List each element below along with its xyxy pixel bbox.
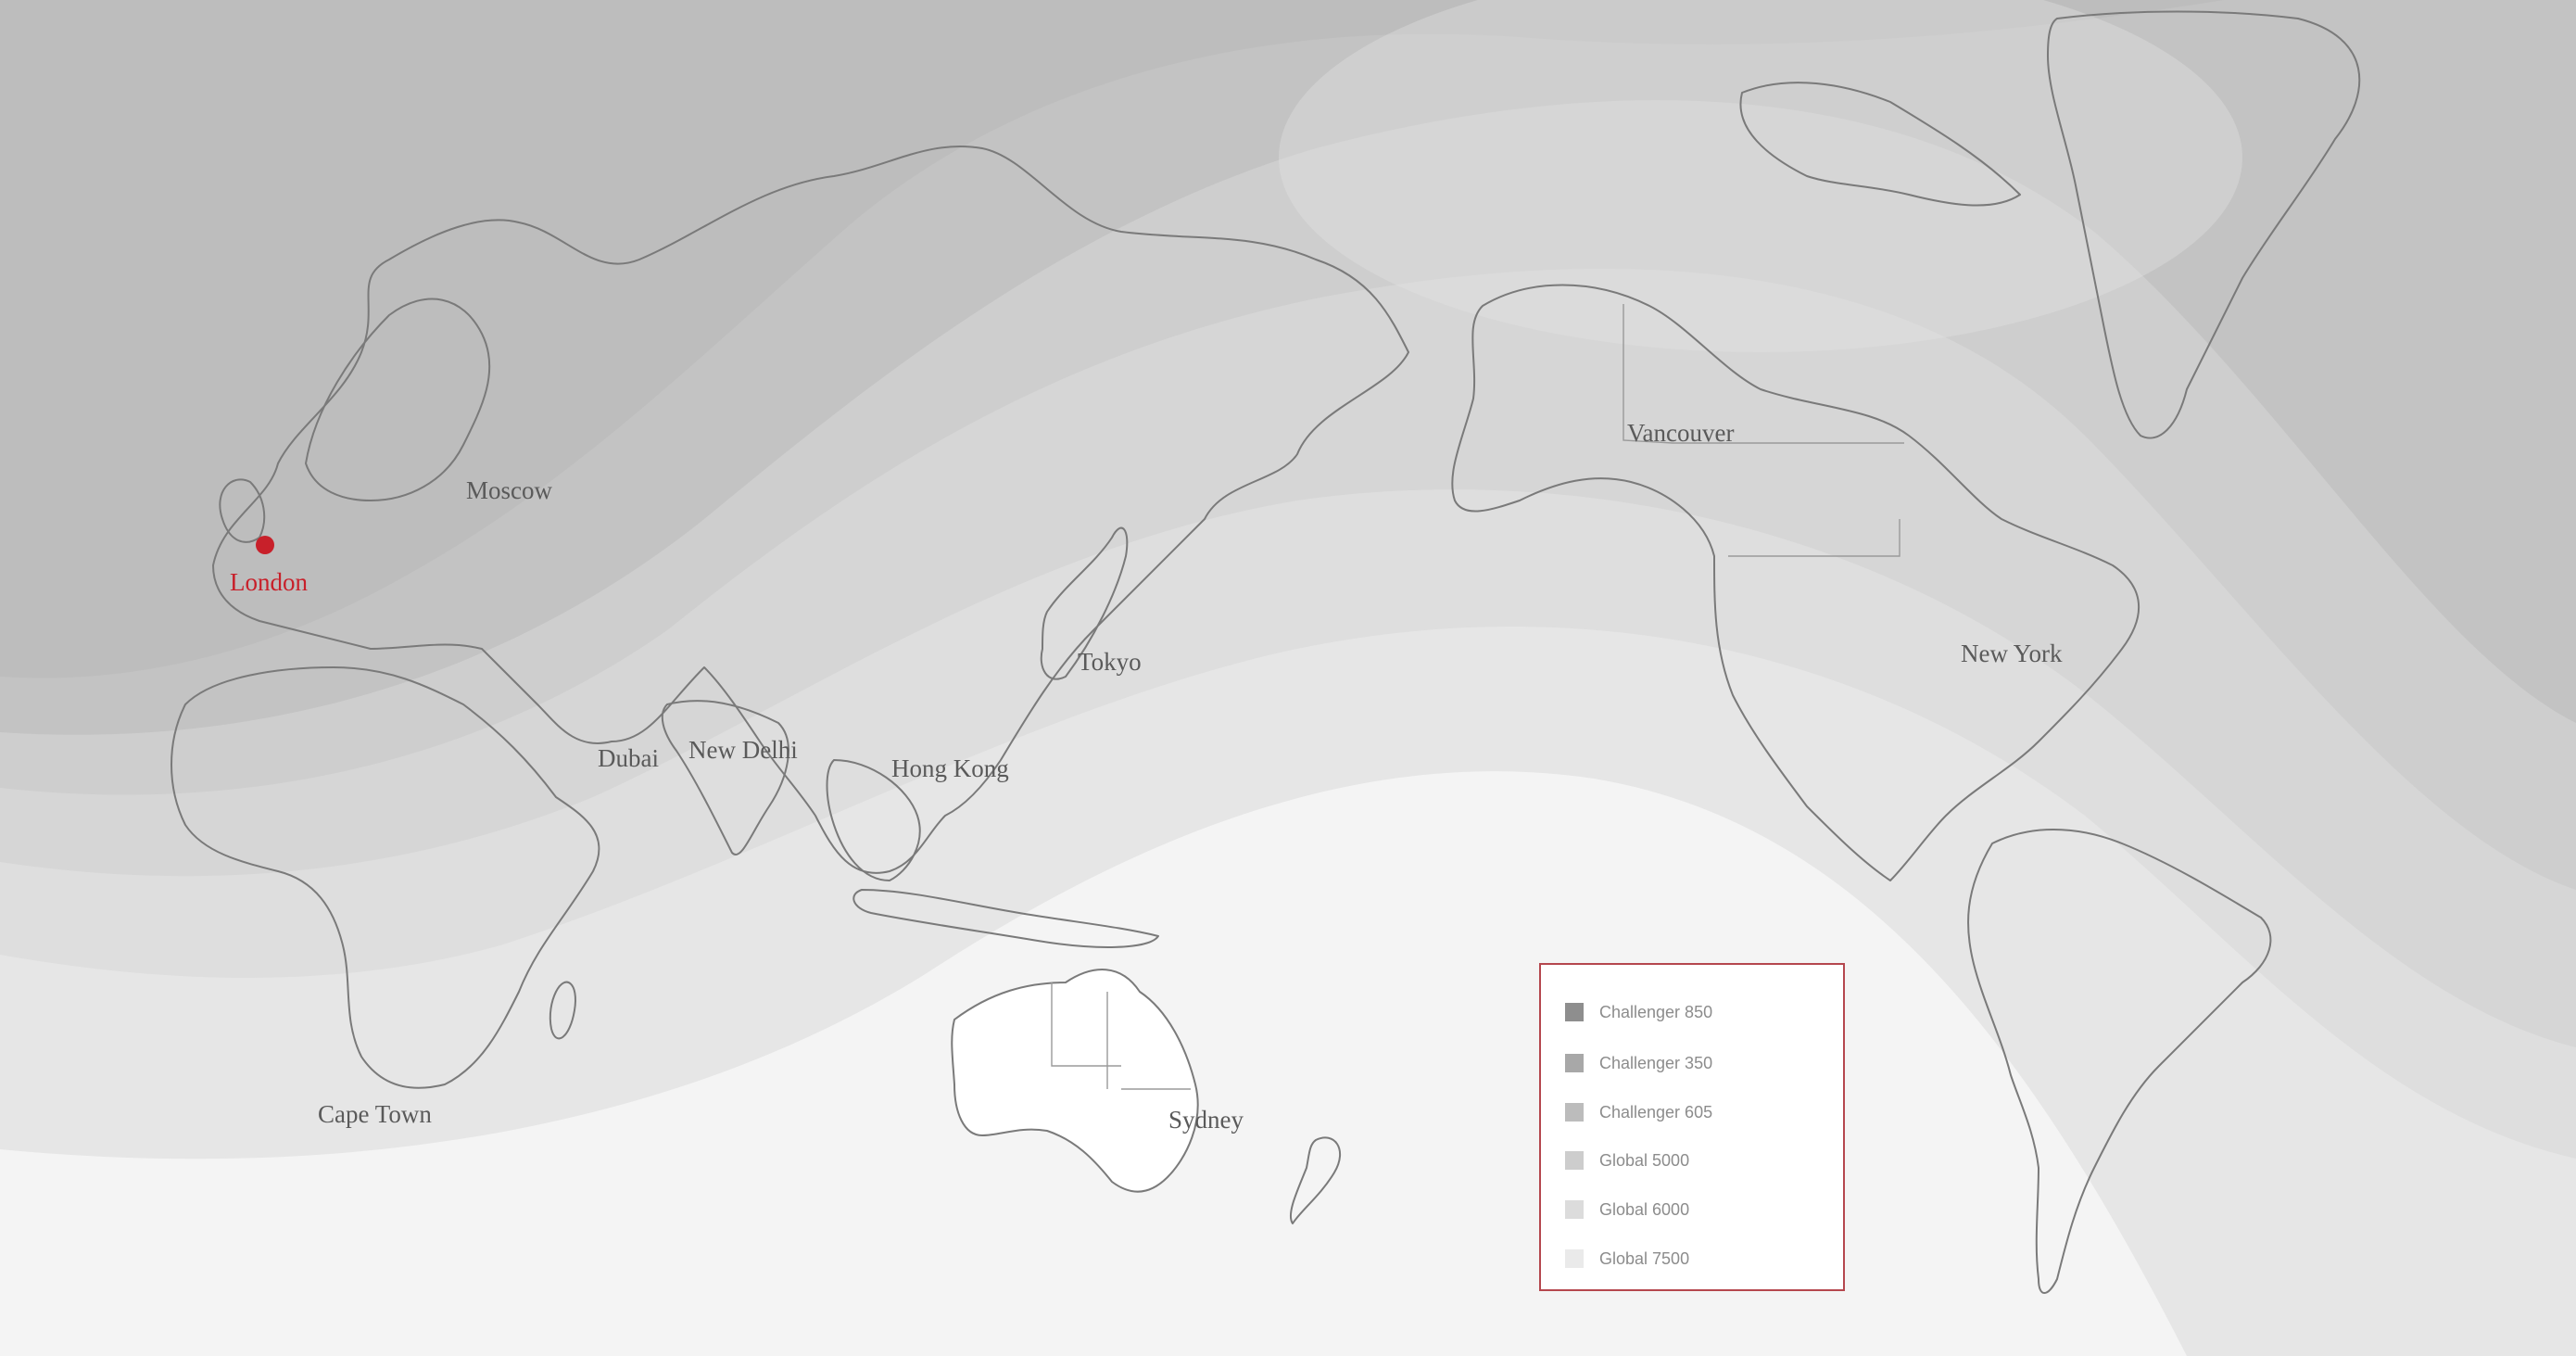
legend-swatch <box>1565 1249 1584 1268</box>
arctic-islands-outline <box>1739 82 2021 207</box>
africa-outline <box>170 666 600 1089</box>
madagascar-outline <box>549 981 576 1040</box>
legend-item-global-5000[interactable]: Global 5000 <box>1565 1149 1689 1172</box>
legend-swatch <box>1565 1054 1584 1072</box>
australia-outline <box>951 969 1199 1193</box>
legend-item-global-7500[interactable]: Global 7500 <box>1565 1248 1689 1270</box>
legend-label: Challenger 350 <box>1599 1053 1713 1072</box>
city-label-vancouver: Vancouver <box>1627 419 1734 447</box>
legend-swatch <box>1565 1200 1584 1219</box>
city-label-cape-town: Cape Town <box>318 1100 432 1128</box>
legend-item-challenger-350[interactable]: Challenger 350 <box>1565 1052 1712 1074</box>
legend-item-challenger-850[interactable]: Challenger 850 <box>1565 1001 1712 1023</box>
south-america-outline <box>1967 829 2272 1294</box>
city-label-hong-kong: Hong Kong <box>891 754 1009 782</box>
greenland-outline <box>2047 10 2361 439</box>
uk-outline <box>219 478 266 543</box>
north-america-outline <box>1451 284 2140 881</box>
city-label-new-york: New York <box>1961 640 2063 667</box>
city-label-tokyo: Tokyo <box>1078 648 1142 676</box>
city-label-new-delhi: New Delhi <box>688 736 798 764</box>
legend-label: Global 7500 <box>1599 1248 1690 1268</box>
range-band-innermost <box>0 0 2224 678</box>
range-haze <box>1279 0 2242 352</box>
city-label-dubai: Dubai <box>598 744 659 772</box>
us-canada-border <box>1623 304 1904 557</box>
australia-borders <box>1051 982 1191 1090</box>
legend-swatch <box>1565 1003 1584 1021</box>
legend-label: Global 6000 <box>1599 1199 1690 1219</box>
scandinavia-outline <box>305 298 491 501</box>
indonesia-outline <box>852 889 1159 948</box>
new-zealand-outline <box>1289 1136 1341 1224</box>
landmasses <box>170 10 2361 1294</box>
range-legend: Challenger 850 Challenger 350 Challenger… <box>1539 963 1845 1291</box>
legend-label: Challenger 605 <box>1599 1102 1713 1122</box>
legend-swatch <box>1565 1151 1584 1170</box>
legend-item-challenger-605[interactable]: Challenger 605 <box>1565 1101 1712 1123</box>
legend-item-global-6000[interactable]: Global 6000 <box>1565 1198 1689 1221</box>
city-label-moscow: Moscow <box>466 476 552 504</box>
city-label-sydney: Sydney <box>1168 1106 1244 1134</box>
eurasia-outline <box>212 145 1409 874</box>
legend-label: Global 5000 <box>1599 1150 1690 1170</box>
india-outline <box>661 700 789 855</box>
legend-label: Challenger 850 <box>1599 1002 1713 1021</box>
london-marker[interactable] <box>256 536 274 554</box>
southeast-asia-outline <box>826 759 921 881</box>
japan-outline <box>1040 526 1129 680</box>
city-label-london: London <box>230 568 308 596</box>
legend-swatch <box>1565 1103 1584 1122</box>
